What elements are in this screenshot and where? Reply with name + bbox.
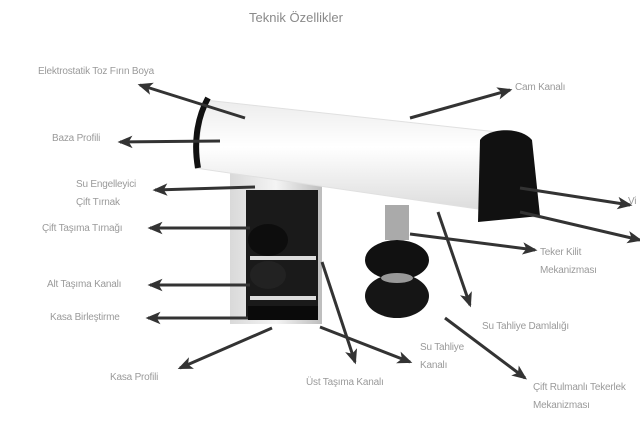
label-kasa-birlestirme: Kasa Birleştirme bbox=[50, 312, 120, 323]
label-kasa-profili: Kasa Profili bbox=[110, 372, 159, 383]
wheel-assembly bbox=[365, 205, 429, 318]
label-su-tahliye-damlaligi: Su Tahliye Damlalığı bbox=[482, 321, 569, 332]
label-ust-tasima: Üst Taşıma Kanalı bbox=[306, 377, 384, 388]
label-alt-tasima: Alt Taşıma Kanalı bbox=[47, 279, 122, 290]
label-elektrostatik: Elektrostatik Toz Fırın Boya bbox=[38, 66, 154, 77]
label-vi: Vi bbox=[628, 196, 637, 207]
page-title: Teknik Özellikler bbox=[249, 10, 343, 25]
label-cift-tirnak: Çift Tırnak bbox=[76, 197, 120, 208]
label-teker-kilit-2: Mekanizması bbox=[540, 265, 597, 276]
kasa-profile-body bbox=[230, 172, 322, 324]
label-teker-kilit: Teker Kilit bbox=[540, 247, 582, 258]
label-su-tahliye-kanali: Su Tahliye bbox=[420, 342, 464, 353]
label-baza-profili: Baza Profili bbox=[52, 133, 101, 144]
label-su-engelleyici: Su Engelleyici bbox=[76, 179, 137, 190]
label-cam-kanali: Cam Kanalı bbox=[515, 82, 566, 93]
callout-arrows bbox=[117, 82, 640, 380]
label-cift-rulmanli-2: Mekanizması bbox=[533, 400, 590, 411]
label-cift-tasima: Çift Taşıma Tırnağı bbox=[42, 223, 123, 234]
label-cift-rulmanli: Çift Rulmanlı Tekerlek bbox=[533, 382, 626, 393]
label-su-tahliye-kanali-2: Kanalı bbox=[420, 360, 448, 371]
